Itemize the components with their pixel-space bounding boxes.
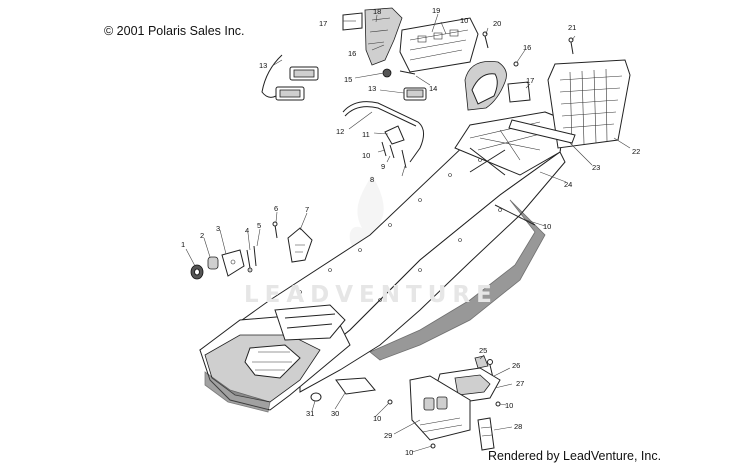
lower-parts	[310, 355, 501, 451]
callout-20: 20	[493, 19, 501, 28]
callout-3: 3	[216, 224, 220, 233]
callout-12: 12	[336, 127, 344, 136]
callout-18: 18	[373, 7, 381, 16]
callout-6: 6	[274, 204, 278, 213]
callout-10-top: 10	[460, 16, 468, 25]
callout-2: 2	[200, 231, 204, 240]
callout-13-left: 13	[259, 61, 267, 70]
callout-14: 14	[429, 84, 437, 93]
rendered-by-text: Rendered by LeadVenture, Inc.	[488, 449, 662, 463]
callout-26: 26	[512, 361, 520, 370]
callout-16-right: 16	[523, 43, 531, 52]
callout-10-tunnel: 10	[543, 222, 551, 231]
watermark-text: LEADVENTURE	[244, 282, 498, 308]
leader-lines	[185, 13, 631, 453]
callout-10-bottom: 10	[405, 448, 413, 457]
callout-27: 27	[516, 379, 524, 388]
callout-5: 5	[257, 221, 261, 230]
callout-31: 31	[306, 409, 314, 418]
rear-bumper	[342, 101, 424, 169]
callout-17-right: 17	[526, 76, 534, 85]
callout-13-right: 13	[368, 84, 376, 93]
callout-7: 7	[305, 205, 309, 214]
callout-24: 24	[564, 180, 572, 189]
callout-11: 11	[362, 130, 370, 139]
callout-25: 25	[479, 346, 487, 355]
callout-10-lower-right: 10	[505, 401, 513, 410]
snowflap-assembly	[342, 7, 631, 149]
callout-21: 21	[568, 23, 576, 32]
callout-15: 15	[344, 75, 352, 84]
copyright-text: © 2001 Polaris Sales Inc.	[104, 24, 245, 38]
callout-16-left: 16	[348, 49, 356, 58]
callout-labels: 1 2 3 4 5 6 7 8 9 10 10 10 10 10 10 11 1…	[181, 6, 640, 457]
callout-17-left: 17	[319, 19, 327, 28]
callout-8: 8	[370, 175, 374, 184]
callout-30: 30	[331, 409, 339, 418]
callout-10-lower-left: 10	[373, 414, 381, 423]
callout-22: 22	[632, 147, 640, 156]
front-parts	[190, 221, 313, 280]
callout-29: 29	[384, 431, 392, 440]
callout-10-bumper: 10	[362, 151, 370, 160]
callout-23: 23	[592, 163, 600, 172]
callout-1: 1	[181, 240, 185, 249]
callout-9: 9	[381, 162, 385, 171]
callout-19: 19	[432, 6, 440, 15]
taillight-parts	[261, 54, 427, 101]
callout-4: 4	[245, 226, 249, 235]
callout-28: 28	[514, 422, 522, 431]
chassis-tunnel	[199, 111, 566, 413]
